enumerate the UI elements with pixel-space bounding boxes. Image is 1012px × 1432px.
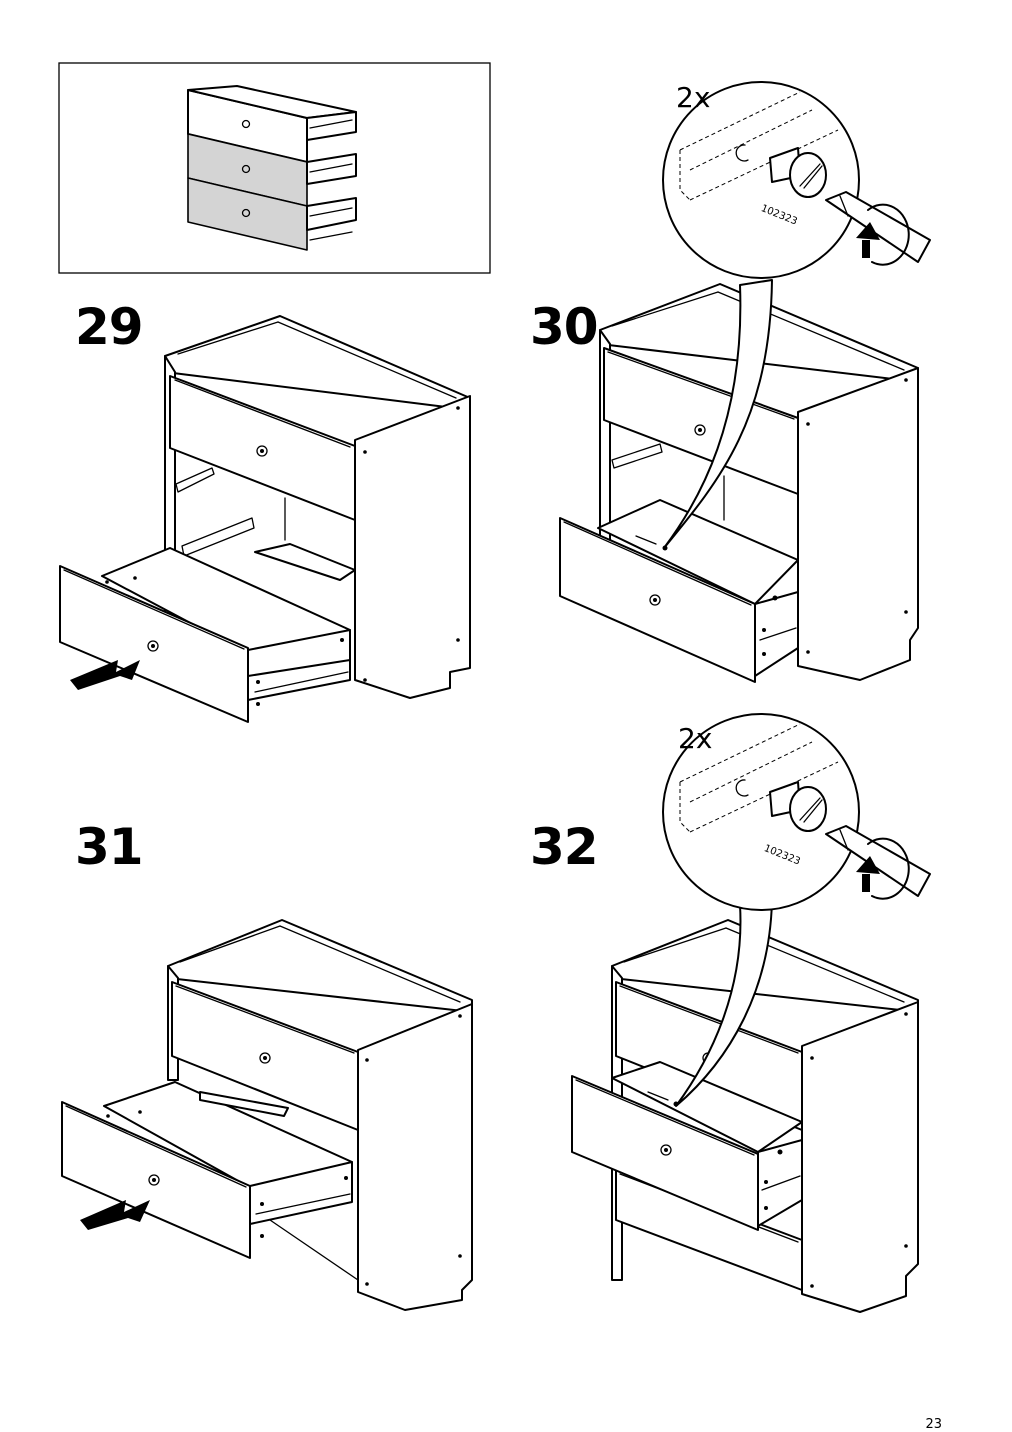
- step-number-30: 30: [530, 298, 599, 356]
- push-arrow-icon: [80, 1200, 150, 1230]
- push-arrow-icon: [70, 660, 140, 690]
- step-30-illustration: [559, 81, 931, 683]
- overview-panel: [58, 62, 491, 274]
- page-number: 23: [925, 1417, 942, 1432]
- step-number-32: 32: [530, 818, 599, 876]
- step-31-illustration: [61, 919, 473, 1311]
- step-29-illustration: [59, 315, 471, 723]
- step-number-31: 31: [75, 818, 144, 876]
- step-32-illustration: [571, 713, 931, 1313]
- quantity-label-step-32: 2x: [678, 722, 713, 755]
- step-number-29: 29: [75, 298, 144, 356]
- rotate-arrow-icon: [867, 837, 910, 900]
- quantity-label-step-30: 2x: [676, 81, 711, 114]
- screwdriver-icon: [825, 825, 931, 897]
- rotate-arrow-icon: [867, 203, 910, 266]
- screwdriver-icon: [825, 191, 931, 263]
